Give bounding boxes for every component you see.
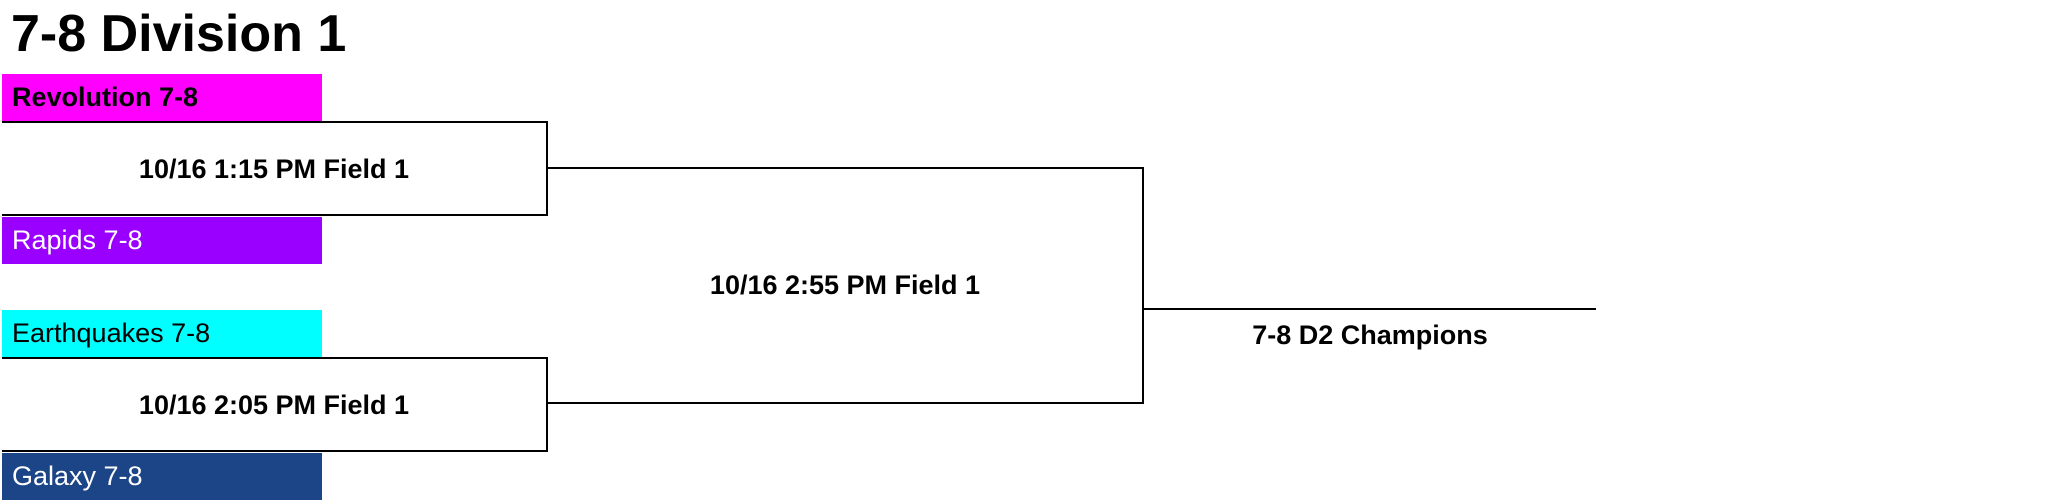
bracket-line-match2-vertical (546, 357, 548, 452)
team-earthquakes: Earthquakes 7-8 (2, 310, 322, 357)
page-title: 7-8 Division 1 (11, 5, 347, 63)
bracket-line-match1-bottom (2, 214, 548, 216)
bracket-line-match2-top (2, 357, 548, 359)
bracket-line-final-bottom (546, 402, 1144, 404)
bracket-line-match2-bottom (2, 450, 548, 452)
team-name: Galaxy 7-8 (12, 461, 143, 491)
team-rapids: Rapids 7-8 (2, 217, 322, 264)
game-label-match1: 10/16 1:15 PM Field 1 (138, 154, 410, 184)
team-revolution: Revolution 7-8 (2, 74, 322, 121)
bracket-line-final-vertical (1142, 167, 1144, 404)
game-label-final: 10/16 2:55 PM Field 1 (709, 270, 981, 300)
team-name: Revolution 7-8 (12, 82, 199, 112)
game-label-match2: 10/16 2:05 PM Field 1 (138, 390, 410, 420)
bracket-line-match1-top (2, 121, 548, 123)
team-name: Rapids 7-8 (12, 225, 143, 255)
champion-line (1142, 308, 1596, 310)
team-galaxy: Galaxy 7-8 (2, 453, 322, 500)
bracket-line-final-top (546, 167, 1144, 169)
champion-label: 7-8 D2 Champions (1252, 320, 1488, 350)
team-name: Earthquakes 7-8 (12, 318, 211, 348)
